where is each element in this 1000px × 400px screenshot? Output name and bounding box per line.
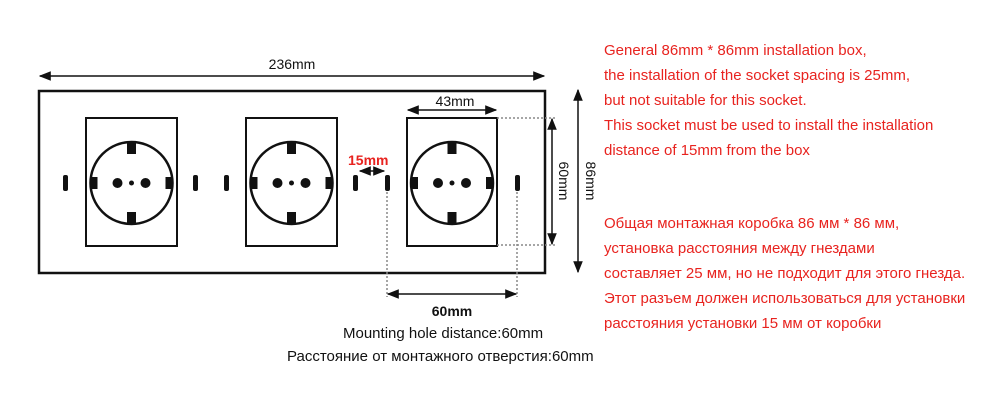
mounting-slot [193,175,198,191]
socket-face-3 [409,140,495,226]
note-line: установка расстояния между гнездами [604,240,875,257]
note-line: General 86mm * 86mm installation box, [604,42,867,59]
mounting-caption-en: Mounting hole distance:60mm [343,325,544,342]
hole-distance-label: 60mm [432,303,472,319]
note-line: This socket must be used to install the … [604,117,934,134]
panel-height-label: 86mm [583,162,599,201]
socket-frame-1 [85,117,178,247]
note-line: but not suitable for this socket. [604,92,807,109]
panel-frame [37,89,547,275]
socket-frame-2 [245,117,338,247]
mounting-slot [224,175,229,191]
socket-height-label: 60mm [556,162,572,201]
mounting-slot [63,175,68,191]
note-line: расстояния установки 15 мм от коробки [604,315,882,332]
installation-note-en: General 86mm * 86mm installation box, th… [604,38,933,163]
mounting-slot [385,175,390,191]
note-line: Этот разъем должен использоваться для ус… [604,290,966,307]
note-line: Общая монтажная коробка 86 мм * 86 мм, [604,215,900,232]
mounting-slot [515,175,520,191]
note-line: distance of 15mm from the box [604,142,810,159]
installation-note-ru: Общая монтажная коробка 86 мм * 86 мм, у… [604,211,965,336]
total-width-label: 236mm [269,56,316,72]
note-line: the installation of the socket spacing i… [604,67,910,84]
socket-face-2 [249,140,334,226]
mounting-slots [63,175,520,191]
socket-frame-3 [406,117,498,247]
socket-width-label: 43mm [436,93,475,109]
mounting-slot [353,175,358,191]
spacing-label: 15mm [348,152,388,168]
note-line: составляет 25 мм, но не подходит для это… [604,265,966,282]
socket-face-1 [89,140,174,226]
mounting-caption-ru: Расстояние от монтажного отверстия:60mm [287,348,594,365]
